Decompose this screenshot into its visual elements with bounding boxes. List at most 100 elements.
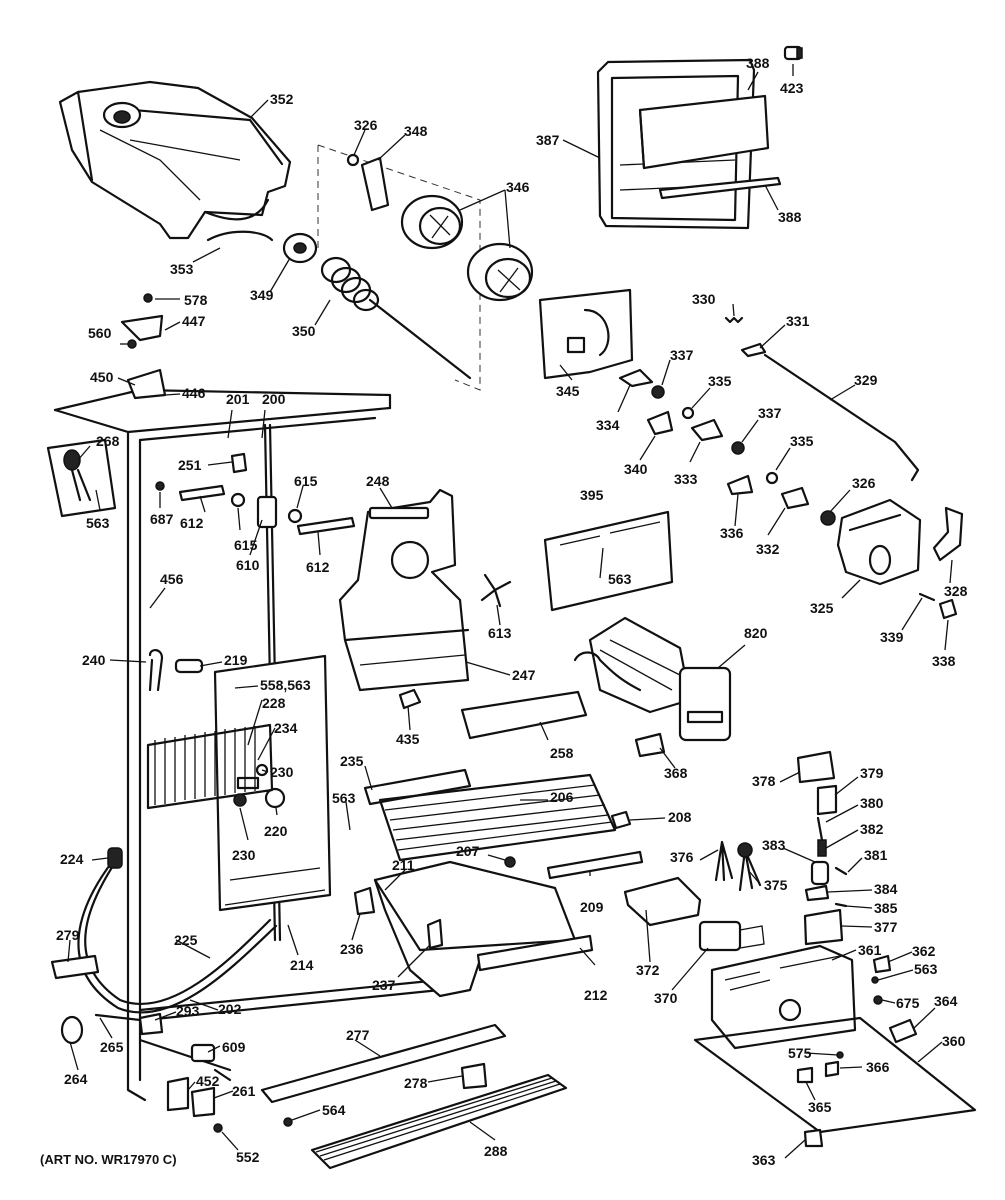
callout-325: 325 [810, 600, 834, 616]
leader-lines [67, 64, 953, 1159]
callout-340: 340 [624, 461, 648, 477]
pin-part-381 [834, 866, 848, 876]
callout-346: 346 [506, 179, 530, 195]
grommet-part-220 [264, 787, 286, 809]
callout-264: 264 [64, 1071, 88, 1087]
ice-maker-part-820 [573, 616, 732, 742]
control-housing-part-361 [710, 944, 857, 1050]
spring-part-330 [724, 316, 744, 324]
rod-part-329 [763, 353, 920, 482]
callout-230: 230 [232, 847, 256, 863]
callout-202: 202 [218, 1001, 242, 1017]
callout-368: 368 [664, 765, 688, 781]
bracket-part-378 [796, 750, 836, 784]
callout-384: 384 [874, 881, 898, 897]
handle-part-237 [426, 918, 444, 950]
pin-part-339 [918, 592, 936, 602]
callout-370: 370 [654, 990, 678, 1006]
knob-part-365 [796, 1066, 814, 1084]
cover-part-360 [693, 1016, 977, 1134]
axle-part-265 [94, 1013, 142, 1022]
callout-235: 235 [340, 753, 364, 769]
bushing-part-337a [651, 385, 665, 399]
callout-446: 446 [182, 385, 206, 401]
callout-278: 278 [404, 1075, 428, 1091]
callout-234: 234 [274, 720, 298, 736]
callout-236: 236 [340, 941, 364, 957]
callout-575: 575 [788, 1045, 812, 1061]
callout-206: 206 [550, 789, 574, 805]
callout-337: 337 [670, 347, 694, 363]
light-socket-part-268 [46, 438, 117, 518]
callout-352: 352 [270, 91, 294, 107]
plate-part-348 [360, 156, 390, 212]
callout-447: 447 [182, 313, 206, 329]
switch-part-610 [256, 495, 278, 529]
callout-326: 326 [354, 117, 378, 133]
callout-360: 360 [942, 1033, 966, 1049]
timer-part-370 [698, 920, 765, 952]
callout-labels: 352 326 348 346 387 388 423 388 353 349 … [56, 55, 968, 1168]
callout-560: 560 [88, 325, 112, 341]
callout-388: 388 [746, 55, 770, 71]
clip-part-208 [610, 810, 632, 830]
callout-265: 265 [100, 1039, 124, 1055]
bracket-part-368 [634, 732, 666, 758]
clip-part-609 [190, 1043, 216, 1063]
fan-blade-part-613 [480, 573, 512, 608]
plate-part-452 [166, 1076, 190, 1112]
bracket-part-248 [368, 506, 430, 520]
callout-563: 563 [608, 571, 632, 587]
cover-part-372 [623, 876, 702, 927]
bulb-part-219 [174, 658, 204, 674]
callout-335: 335 [790, 433, 814, 449]
dispenser-frame-part-387 [596, 58, 782, 230]
callout-612: 612 [306, 559, 330, 575]
lever-part-336 [726, 474, 754, 496]
callout-293: 293 [176, 1003, 200, 1019]
callout-348: 348 [404, 123, 428, 139]
callout-552: 552 [236, 1149, 260, 1165]
bracket-part-279 [50, 954, 100, 980]
callout-349: 349 [250, 287, 274, 303]
bracket-part-377 [803, 908, 844, 946]
callout-237: 237 [372, 977, 396, 993]
callout-225: 225 [174, 932, 198, 948]
drawer-part-211 [373, 860, 594, 998]
callout-613: 613 [488, 625, 512, 641]
drain-tube-part-225 [84, 856, 272, 1006]
hinge-part-278 [460, 1062, 488, 1090]
callout-376: 376 [670, 849, 694, 865]
callout-338: 338 [932, 653, 956, 669]
grommet-part-615a [230, 492, 246, 508]
clip-part-362 [872, 954, 892, 974]
clip-part-207 [504, 856, 516, 868]
callout-334: 334 [596, 417, 620, 433]
lamp-part-376 [714, 840, 734, 882]
shelf-trim-part-209 [546, 850, 644, 880]
callout-450: 450 [90, 369, 114, 385]
callout-435: 435 [396, 731, 420, 747]
callout-207: 207 [456, 843, 480, 859]
callout-423: 423 [780, 80, 804, 96]
callout-387: 387 [536, 132, 560, 148]
clip-part-384 [804, 884, 830, 902]
washer-part-335a [681, 406, 695, 420]
rail-part-277 [260, 1023, 507, 1104]
callout-379: 379 [860, 765, 884, 781]
callout-350: 350 [292, 323, 316, 339]
callout-353: 353 [170, 261, 194, 277]
screw-part-564 [283, 1117, 293, 1127]
callout-230: 230 [270, 764, 294, 780]
callout-201: 201 [226, 391, 250, 407]
callout-335: 335 [708, 373, 732, 389]
callout-578: 578 [184, 292, 208, 308]
callout-279: 279 [56, 927, 80, 943]
bracket-part-612b [296, 516, 356, 536]
screw-part-675 [873, 995, 883, 1005]
bracket-part-261 [190, 1086, 216, 1118]
clip-part-331 [740, 342, 767, 358]
cam-part-340 [646, 410, 674, 436]
callout-345: 345 [556, 383, 580, 399]
callout-248: 248 [366, 473, 390, 489]
